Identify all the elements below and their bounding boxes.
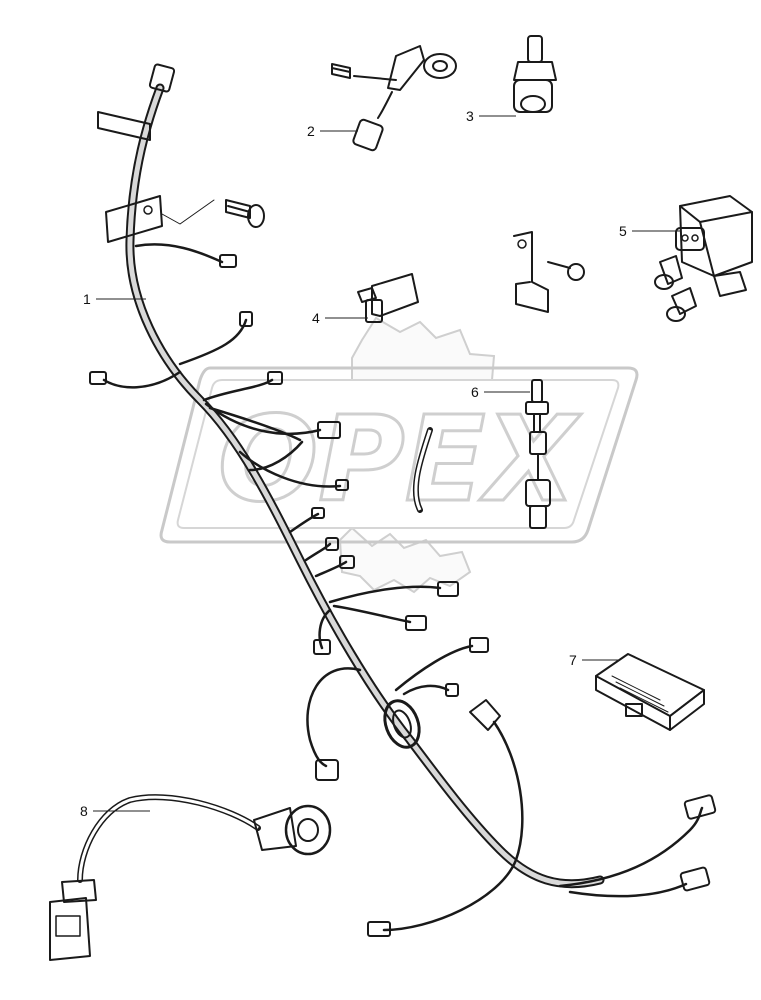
watermark-plate-inner: [176, 379, 620, 529]
callout-label-7: 7: [569, 652, 577, 668]
callout-label-8: 8: [80, 803, 88, 819]
part-2-speed-sensor: [331, 45, 457, 152]
callout-6: 6: [471, 384, 530, 400]
callout-label-3: 3: [466, 108, 474, 124]
callout-1: 1: [83, 291, 146, 307]
part-3-temperature-sensor: [513, 35, 557, 113]
part-5-solenoid-valve: [654, 195, 753, 322]
watermark-gear-lower: [338, 526, 472, 594]
callout-2: 2: [307, 123, 358, 139]
callout-label-2: 2: [307, 123, 315, 139]
callout-5: 5: [619, 223, 680, 239]
watermark-text: OPEX: [218, 390, 581, 528]
part-4-sensor: [357, 273, 419, 323]
callout-label-6: 6: [471, 384, 479, 400]
part-7-control-module: [595, 653, 705, 731]
callout-label-1: 1: [83, 291, 91, 307]
watermark-logo: OPEX: [159, 316, 639, 594]
part-8-knock-sensor: [49, 794, 332, 961]
callout-3: 3: [466, 108, 516, 124]
part-6-sensor: [412, 379, 551, 529]
callout-4: 4: [312, 310, 368, 326]
callout-label-5: 5: [619, 223, 627, 239]
callout-7: 7: [569, 652, 620, 668]
bracket-with-bolt: [513, 231, 585, 313]
callout-label-4: 4: [312, 310, 320, 326]
callout-8: 8: [80, 803, 150, 819]
main-harness: [89, 63, 717, 937]
bolt-part: [225, 199, 265, 228]
watermark-plate: [159, 366, 639, 544]
